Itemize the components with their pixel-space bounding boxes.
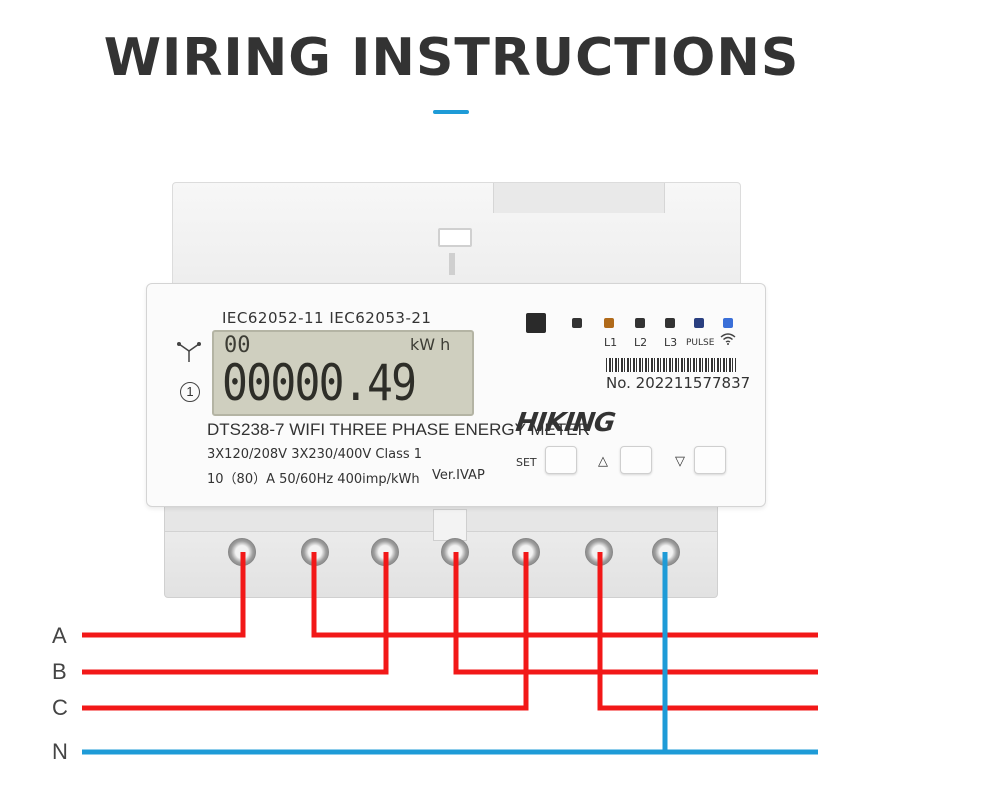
- circled-one-icon: 1: [180, 382, 200, 402]
- meter-standards: IEC62052-11 IEC62053-21: [222, 309, 432, 327]
- wire-c-out: [597, 552, 818, 711]
- serial-number: No. 202211577837: [606, 374, 751, 392]
- phase-label-b: B: [52, 659, 67, 684]
- led-l2: [635, 318, 645, 328]
- ir-port-icon: [526, 313, 546, 333]
- wifi-icon: [720, 333, 736, 345]
- up-button-label: △: [598, 454, 608, 469]
- meter-top-housing: [172, 182, 741, 294]
- phase-label-c: C: [52, 695, 68, 720]
- meter-model: DTS238-7 WIFI THREE PHASE ENERGY METER: [207, 420, 590, 439]
- set-button-label: SET: [516, 456, 537, 469]
- meter-seal-post: [449, 253, 455, 275]
- up-button[interactable]: [620, 446, 652, 474]
- page-title: WIRING INSTRUCTIONS: [103, 28, 800, 88]
- lcd-display: 00 kW h 00000.49: [212, 330, 474, 416]
- title-underline: [433, 110, 469, 114]
- led-l1: [604, 318, 614, 328]
- led-l3: [665, 318, 675, 328]
- led-pulse: [694, 318, 704, 328]
- set-button[interactable]: [545, 446, 577, 474]
- led-label-l1: L1: [604, 336, 618, 349]
- meter-seal-tab: [438, 228, 472, 247]
- lcd-unit: kW h: [410, 335, 451, 354]
- wire-a-out: [311, 552, 818, 638]
- led-wifi: [723, 318, 733, 328]
- led-label-l3: L3: [664, 336, 678, 349]
- led-label-pulse: PULSE: [686, 338, 715, 348]
- wire-b-in: [82, 552, 389, 675]
- wire-b-out: [453, 552, 818, 675]
- phase-label-n: N: [52, 739, 68, 764]
- down-button-label: ▽: [675, 454, 685, 469]
- down-button[interactable]: [694, 446, 726, 474]
- led-label-l2: L2: [634, 336, 648, 349]
- barcode: [606, 358, 736, 372]
- meter-spec-voltage: 3X120/208V 3X230/400V Class 1: [207, 447, 423, 462]
- phase-label-a: A: [52, 623, 67, 648]
- led-indicator: [572, 318, 582, 328]
- three-phase-symbol-icon: [177, 342, 201, 362]
- wire-c-in: [82, 552, 529, 711]
- lcd-reading: 00000.49: [222, 354, 417, 412]
- wire-a-in: [82, 552, 246, 638]
- meter-spec-current: 10（80）A 50/60Hz 400imp/kWh: [207, 472, 420, 487]
- meter-version: Ver.IVAP: [432, 468, 485, 483]
- lcd-small-digits: 00: [224, 333, 251, 358]
- meter-notch: [493, 183, 665, 213]
